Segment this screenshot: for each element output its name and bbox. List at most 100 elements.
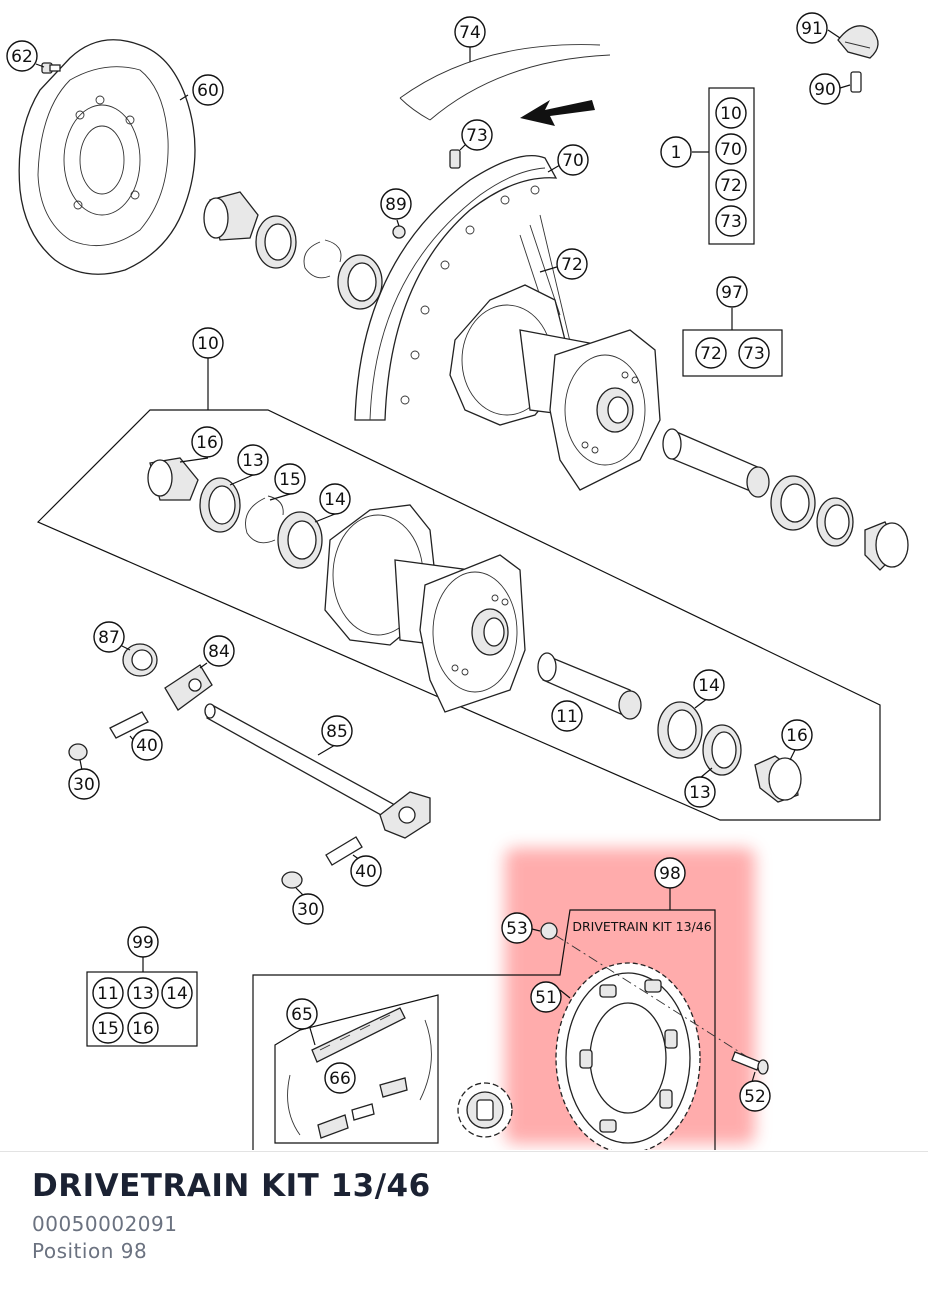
callout-40-upper[interactable]: 40 xyxy=(131,729,163,761)
callout-14-lower[interactable]: 14 xyxy=(693,669,725,701)
svg-text:62: 62 xyxy=(11,47,33,67)
svg-text:73: 73 xyxy=(466,126,488,146)
bolt-52[interactable] xyxy=(731,1051,769,1075)
callout-30-upper[interactable]: 30 xyxy=(68,768,100,800)
pin-40-lower[interactable] xyxy=(325,836,363,866)
svg-text:84: 84 xyxy=(208,642,230,662)
callout-16-lower[interactable]: 16 xyxy=(781,719,813,751)
svg-text:87: 87 xyxy=(98,628,120,648)
callout-99[interactable]: 99 xyxy=(127,926,159,958)
hub-assembly-frame xyxy=(36,358,881,821)
callout-97[interactable]: 97 xyxy=(716,276,748,308)
axle-85[interactable] xyxy=(204,703,431,839)
callout-87[interactable]: 87 xyxy=(93,621,125,653)
seal-upper-right[interactable] xyxy=(816,497,854,547)
tire-segment[interactable] xyxy=(399,44,611,121)
nut-30-lower[interactable] xyxy=(281,871,303,889)
spacer-upper-left[interactable] xyxy=(203,191,259,241)
brake-disc[interactable] xyxy=(18,39,196,275)
spoke-nipple[interactable] xyxy=(449,149,461,169)
svg-text:53: 53 xyxy=(506,919,528,939)
disc-screw[interactable] xyxy=(41,62,61,74)
callout-13-upper[interactable]: 13 xyxy=(237,444,269,476)
nut-30-upper[interactable] xyxy=(68,743,88,761)
circlip-upper-left[interactable] xyxy=(303,239,342,279)
callout-group-1 xyxy=(692,87,755,245)
spacer-16-right[interactable] xyxy=(754,755,802,803)
callout-15-in-box-99[interactable]: 15 xyxy=(92,1012,124,1044)
callout-62[interactable]: 62 xyxy=(6,40,38,72)
front-sprocket[interactable] xyxy=(457,1082,513,1138)
callout-74[interactable]: 74 xyxy=(454,16,486,48)
callout-1[interactable]: 1 xyxy=(660,136,692,168)
callout-73-in-box-97[interactable]: 73 xyxy=(738,337,770,369)
callout-98[interactable]: 98 xyxy=(654,857,686,889)
callout-65[interactable]: 65 xyxy=(286,998,318,1030)
svg-text:72: 72 xyxy=(700,344,722,364)
chain-link-66[interactable] xyxy=(317,1077,408,1139)
callout-84[interactable]: 84 xyxy=(203,635,235,667)
callout-85[interactable]: 85 xyxy=(321,715,353,747)
axle-clamp-84[interactable] xyxy=(164,664,213,711)
callout-53[interactable]: 53 xyxy=(501,912,533,944)
svg-text:13: 13 xyxy=(132,984,154,1004)
callout-91[interactable]: 91 xyxy=(796,12,828,44)
circlip-15[interactable] xyxy=(245,495,284,544)
wheel-hub-upper[interactable] xyxy=(449,284,661,491)
callout-11-in-box-99[interactable]: 11 xyxy=(92,977,124,1009)
svg-text:30: 30 xyxy=(73,775,95,795)
svg-text:51: 51 xyxy=(535,988,557,1008)
bearing-upper-left[interactable] xyxy=(337,254,383,310)
spacer-16-left[interactable] xyxy=(147,457,199,501)
callout-30-lower[interactable]: 30 xyxy=(292,893,324,925)
callout-90[interactable]: 90 xyxy=(809,73,841,105)
bearing-upper-right[interactable] xyxy=(770,475,816,531)
svg-text:70: 70 xyxy=(562,151,584,171)
callout-70-in-box-1[interactable]: 70 xyxy=(715,133,747,165)
chain-65[interactable] xyxy=(287,1007,432,1136)
svg-text:65: 65 xyxy=(291,1005,313,1025)
callout-72-in-box-97[interactable]: 72 xyxy=(695,337,727,369)
callout-11[interactable]: 11 xyxy=(551,700,583,732)
part-position: Position 98 xyxy=(32,1239,148,1263)
spacer-upper-right[interactable] xyxy=(864,521,909,571)
callout-73-in-box-1[interactable]: 73 xyxy=(715,205,747,237)
callout-66[interactable]: 66 xyxy=(324,1062,356,1094)
rim-plug[interactable] xyxy=(392,225,406,239)
callout-89[interactable]: 89 xyxy=(380,188,412,220)
callout-13-lower[interactable]: 13 xyxy=(684,776,716,808)
svg-text:89: 89 xyxy=(385,195,407,215)
nut-53[interactable] xyxy=(540,922,558,940)
spacer-upper[interactable] xyxy=(662,428,770,498)
callout-40-lower[interactable]: 40 xyxy=(350,855,382,887)
callout-13-in-box-99[interactable]: 13 xyxy=(127,977,159,1009)
callout-51[interactable]: 51 xyxy=(530,981,562,1013)
callout-10-in-box-1[interactable]: 10 xyxy=(715,97,747,129)
callout-72[interactable]: 72 xyxy=(556,248,588,280)
seal-13-left[interactable] xyxy=(199,477,241,533)
callout-70[interactable]: 70 xyxy=(557,144,589,176)
spacer-87[interactable] xyxy=(122,643,158,677)
callout-14-in-box-99[interactable]: 14 xyxy=(161,977,193,1009)
rear-hub[interactable] xyxy=(324,504,526,713)
callout-10[interactable]: 10 xyxy=(192,327,224,359)
pin-40-upper[interactable] xyxy=(109,711,149,739)
callout-72-in-box-1[interactable]: 72 xyxy=(715,169,747,201)
rear-sprocket-51[interactable] xyxy=(555,962,701,1150)
svg-text:40: 40 xyxy=(355,862,377,882)
svg-text:52: 52 xyxy=(744,1087,766,1107)
callout-14-upper[interactable]: 14 xyxy=(319,483,351,515)
callout-16-in-box-99[interactable]: 16 xyxy=(127,1012,159,1044)
bearing-14-left[interactable] xyxy=(277,511,323,569)
spacer-11[interactable] xyxy=(537,652,642,720)
valve-cap[interactable] xyxy=(837,25,879,93)
seal-upper-left[interactable] xyxy=(255,215,297,269)
bearing-14-right[interactable] xyxy=(657,701,703,759)
callout-52[interactable]: 52 xyxy=(739,1080,771,1112)
callout-15[interactable]: 15 xyxy=(274,463,306,495)
seal-13-right[interactable] xyxy=(702,724,742,776)
callout-16-upper[interactable]: 16 xyxy=(191,426,223,458)
callout-73[interactable]: 73 xyxy=(461,119,493,151)
wheel-rim[interactable] xyxy=(354,155,558,421)
callout-60[interactable]: 60 xyxy=(192,74,224,106)
